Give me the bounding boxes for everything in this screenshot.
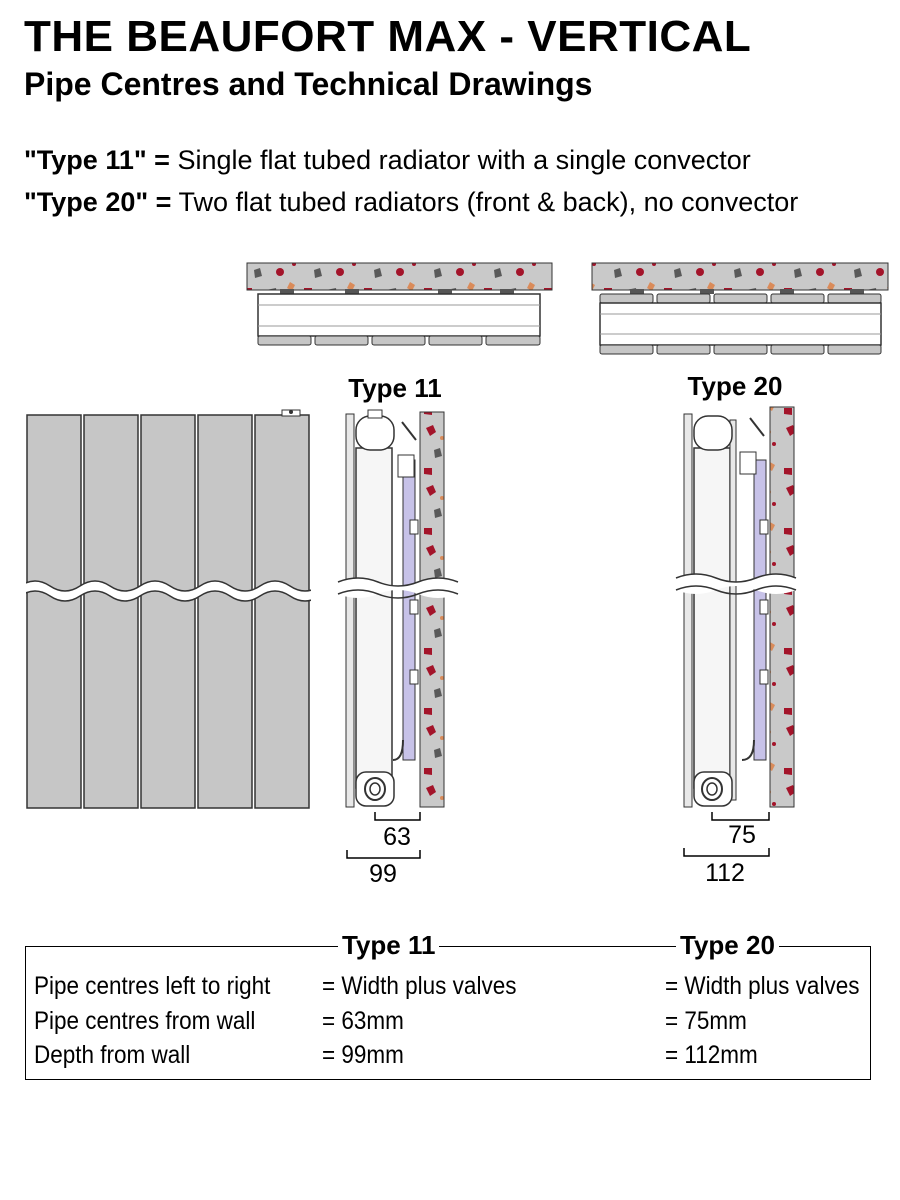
definition-text: Single flat tubed radiator with a single…: [177, 145, 751, 175]
dimension-pipe-centre-type11: 63: [383, 823, 411, 851]
front-view-radiator: [26, 409, 311, 809]
table-row-label: Depth from wall: [34, 1041, 191, 1069]
page-title: THE BEAUFORT MAX - VERTICAL: [24, 12, 752, 61]
table-cell-type11: = Width plus valves: [322, 972, 517, 1000]
definition-text: Two flat tubed radiators (front & back),…: [178, 187, 799, 217]
table-cell-type11: = 99mm: [322, 1041, 404, 1069]
table-cell-type11: = 63mm: [322, 1007, 404, 1035]
table-cell-type20: = 75mm: [665, 1007, 747, 1035]
page-subtitle: Pipe Centres and Technical Drawings: [24, 66, 593, 102]
definition-term: "Type 11" =: [24, 145, 170, 175]
table-header-type20: Type 20: [676, 930, 779, 961]
definition-term: "Type 20" =: [24, 187, 172, 217]
drawing-label-type20: Type 20: [688, 371, 783, 401]
dimension-pipe-centre-type20: 75: [728, 821, 756, 849]
dimension-depth-type11: 99: [369, 860, 397, 888]
table-header-type11: Type 11: [338, 930, 440, 961]
definition-type11: "Type 11" = Single flat tubed radiator w…: [24, 145, 751, 176]
dimension-depth-type20: 112: [705, 859, 745, 887]
table-row-label: Pipe centres left to right: [34, 972, 271, 1000]
table-row-label: Pipe centres from wall: [34, 1007, 256, 1035]
definition-type20: "Type 20" = Two flat tubed radiators (fr…: [24, 187, 798, 218]
summary-table: [25, 946, 871, 1080]
drawing-label-type11: Type 11: [348, 373, 441, 403]
table-cell-type20: = 112mm: [665, 1041, 758, 1069]
top-view-type20: [591, 262, 889, 355]
side-view-type20: [675, 406, 797, 857]
side-view-type11: [337, 409, 459, 859]
top-view-type11: [246, 262, 553, 346]
table-cell-type20: = Width plus valves: [665, 972, 860, 1000]
